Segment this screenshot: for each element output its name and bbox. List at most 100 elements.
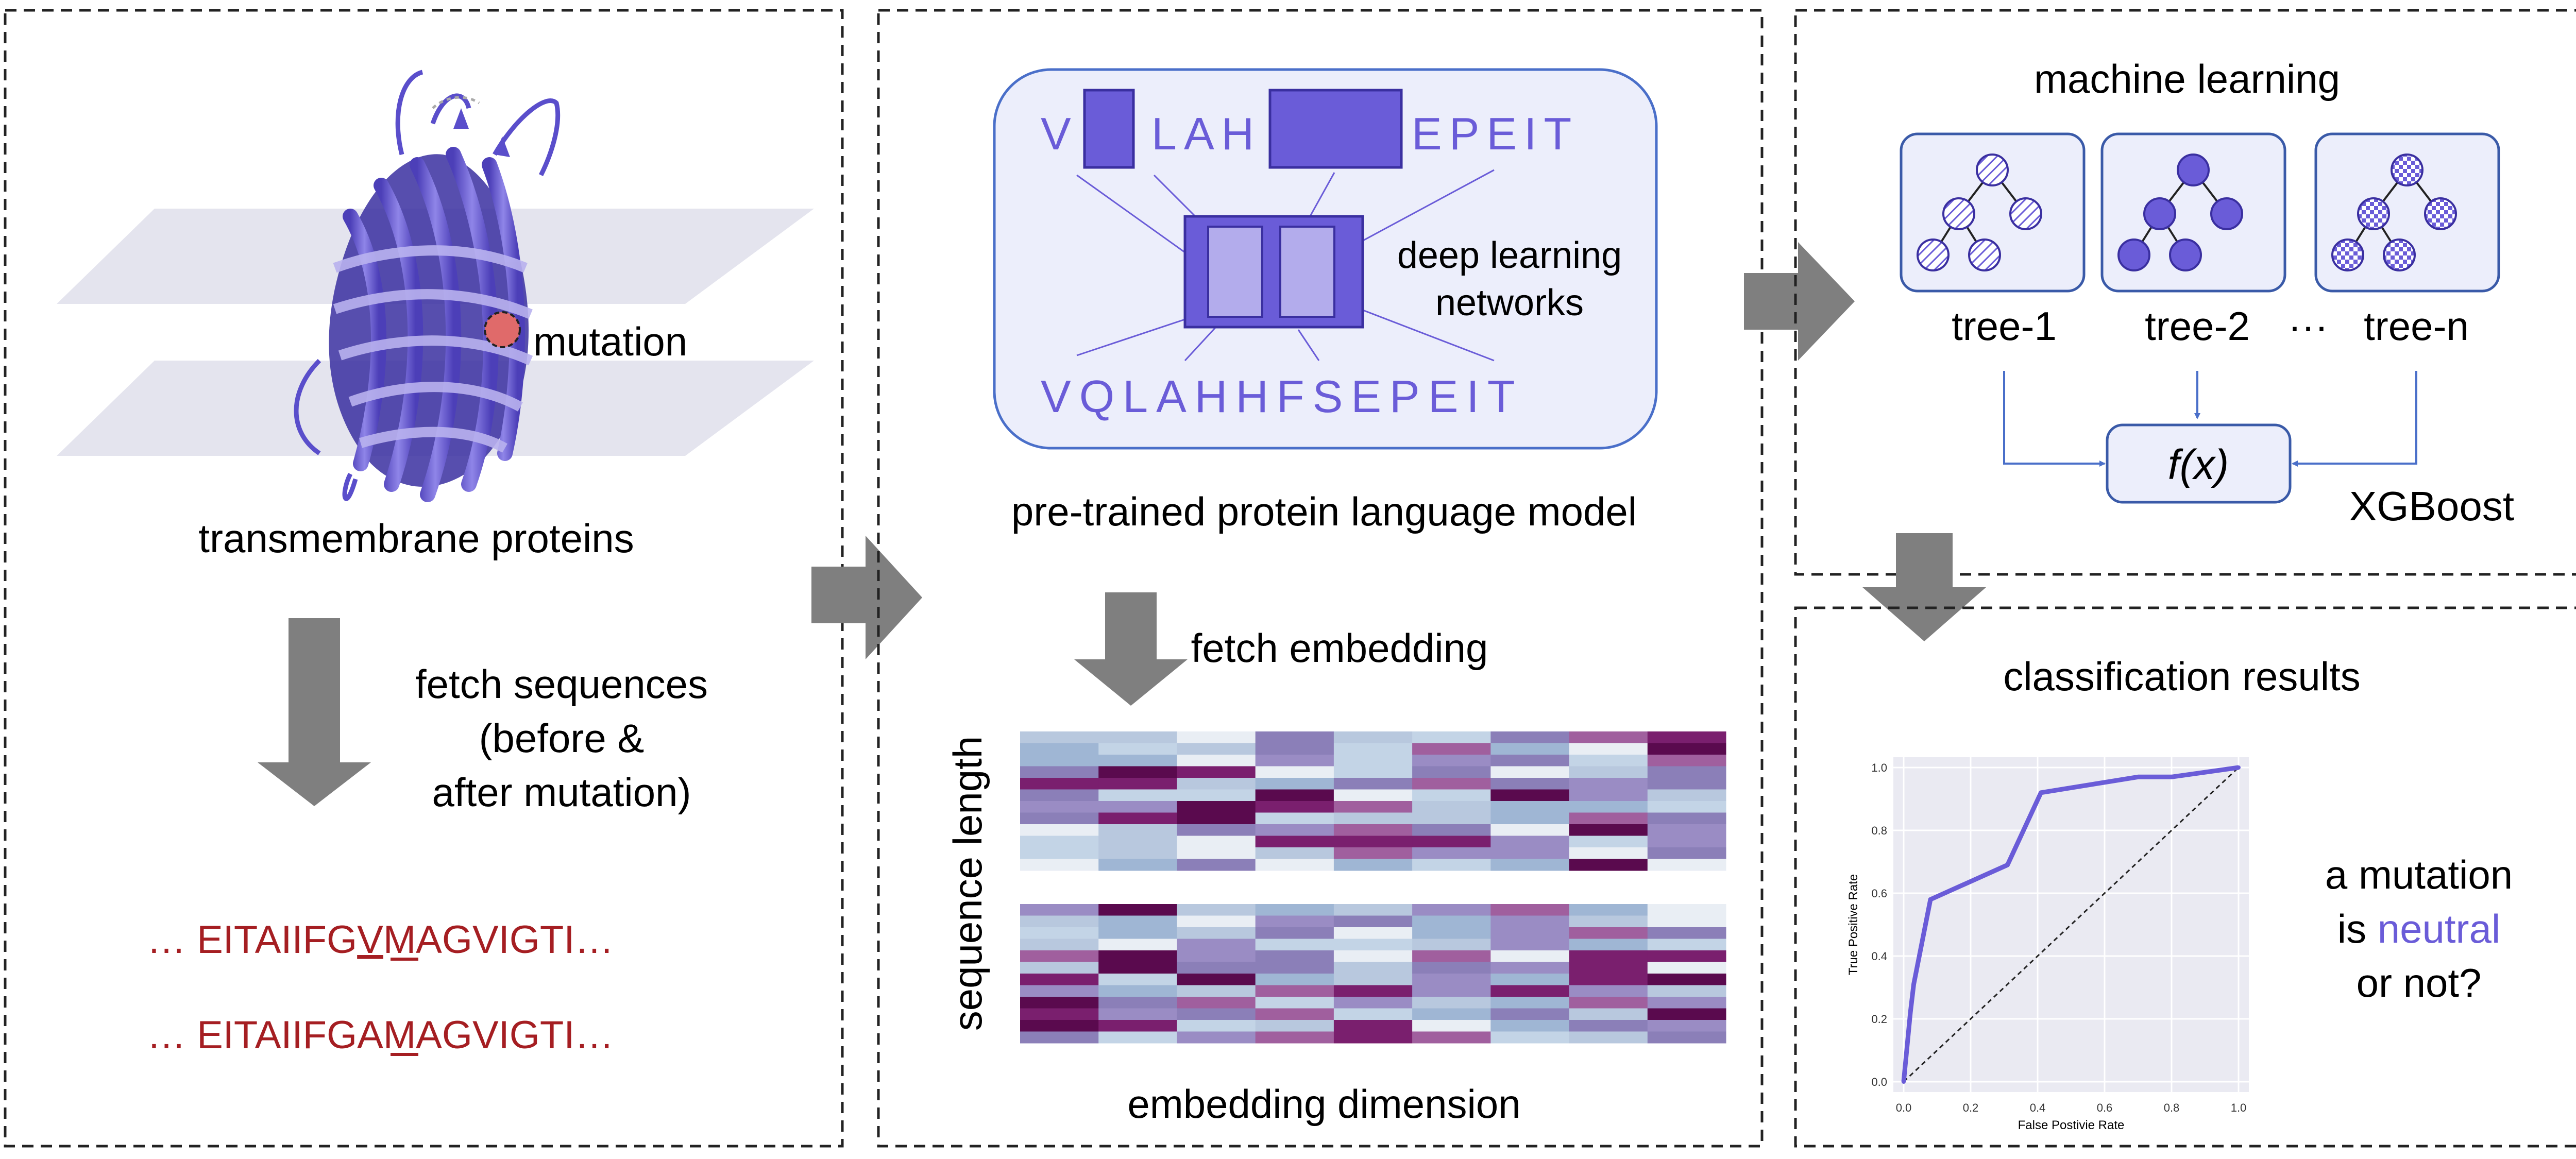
heatmap-cell <box>1255 836 1334 848</box>
heatmap-cell <box>1098 1008 1177 1020</box>
heatmap-cell <box>1020 847 1099 859</box>
heatmap-cell <box>1647 950 1726 962</box>
heatmap-cell <box>1020 962 1099 974</box>
heatmap-cell <box>1333 755 1413 766</box>
heatmap-cell <box>1177 847 1256 859</box>
heatmap-cell <box>1569 836 1648 848</box>
heatmap-cell <box>1412 1020 1491 1032</box>
heatmap-cell <box>1255 755 1334 766</box>
heatmap-cell <box>1490 974 1570 985</box>
roc-point <box>2170 775 2174 779</box>
heatmap-cell <box>1020 766 1099 778</box>
heatmap-cell <box>1647 847 1726 859</box>
heatmap-cell <box>1098 824 1177 836</box>
heatmap-cell <box>1255 743 1334 755</box>
heatmap-cell <box>1177 904 1256 916</box>
masked-seq-part-b: LAH <box>1151 108 1261 159</box>
heatmap-cell <box>1020 789 1099 802</box>
heatmap-cell <box>1569 743 1648 755</box>
question-line1: a mutation <box>2325 852 2513 897</box>
heatmap-cell <box>1333 801 1413 813</box>
network-label-line2: networks <box>1435 282 1584 323</box>
heatmap-cell <box>1569 985 1648 997</box>
embedding-heatmap-top <box>1020 731 1726 871</box>
heatmap-cell <box>1177 801 1256 813</box>
heatmap-cell <box>1333 962 1413 974</box>
heatmap-cell <box>1333 985 1413 997</box>
roc-ytick-label: 0.4 <box>1871 950 1887 963</box>
roc-point <box>1902 1080 1906 1084</box>
protein-caption: transmembrane proteins <box>198 516 634 561</box>
embedding-heatmap-bottom <box>1020 904 1726 1044</box>
network-layer-1 <box>1207 226 1263 318</box>
heatmap-cell <box>1647 743 1726 755</box>
tree-3-icon <box>2314 132 2500 293</box>
heatmap-cell <box>1647 766 1726 778</box>
heatmap-cell <box>1569 974 1648 985</box>
roc-point <box>1928 897 1933 902</box>
heatmap-cell <box>1020 755 1099 766</box>
heatmap-cell <box>1490 997 1570 1009</box>
connector-tree-1 <box>2003 371 2106 467</box>
heatmap-cell <box>1412 789 1491 802</box>
tree-label-2: tree-2 <box>2145 303 2250 349</box>
heatmap-cell <box>1569 812 1648 825</box>
heatmap-cell <box>1333 812 1413 825</box>
roc-ytick-label: 0.8 <box>1871 824 1887 837</box>
roc-ytick-label: 0.0 <box>1871 1076 1887 1088</box>
roc-point <box>2005 863 2010 867</box>
mutation-label: mutation <box>533 319 687 364</box>
tree-ensemble <box>1900 132 2500 293</box>
heatmap-cell <box>1569 1020 1648 1032</box>
heatmap-cell <box>1098 974 1177 985</box>
heatmap-cell <box>1098 859 1177 871</box>
heatmap-cell <box>1255 766 1334 778</box>
heatmap-cell <box>1098 789 1177 802</box>
heatmap-cell <box>1569 927 1648 939</box>
heatmap-cell <box>1647 789 1726 802</box>
embedding-dimension-label: embedding dimension <box>1127 1081 1520 1127</box>
heatmap-cell <box>1177 1031 1256 1044</box>
heatmap-cell <box>1412 801 1491 813</box>
heatmap-cell <box>1333 997 1413 1009</box>
panel-language-model-frame <box>877 9 1764 1148</box>
sequence-after: … EITAIIFGAMAGVIGTI… <box>147 1013 614 1057</box>
heatmap-cell <box>1177 755 1256 766</box>
heatmap-cell <box>1569 766 1648 778</box>
heatmap-cell <box>1490 824 1570 836</box>
heatmap-cell <box>1647 836 1726 848</box>
heatmap-cell <box>1412 766 1491 778</box>
mutated-residue-before: V <box>357 918 383 962</box>
heatmap-cell <box>1412 1008 1491 1020</box>
heatmap-cell <box>1569 801 1648 813</box>
heatmap-cell <box>1490 755 1570 766</box>
heatmap-cell <box>1177 766 1256 778</box>
heatmap-cell <box>1647 778 1726 790</box>
heatmap-cell <box>1098 915 1177 928</box>
heatmap-cell <box>1255 801 1334 813</box>
heatmap-cell <box>1490 731 1570 743</box>
heatmap-cell <box>1647 974 1726 985</box>
heatmap-cell <box>1412 859 1491 871</box>
network-layer-2 <box>1279 226 1335 318</box>
heatmap-cell <box>1255 927 1334 939</box>
heatmap-cell <box>1647 1008 1726 1020</box>
heatmap-cell <box>1647 927 1726 939</box>
heatmap-cell <box>1255 778 1334 790</box>
heatmap-cell <box>1333 743 1413 755</box>
heatmap-cell <box>1490 962 1570 974</box>
heatmap-cell <box>1569 962 1648 974</box>
heatmap-cell <box>1177 927 1256 939</box>
heatmap-cell <box>1177 859 1256 871</box>
tree-label-n: tree-n <box>2364 303 2469 349</box>
heatmap-cell <box>1412 836 1491 848</box>
roc-point <box>2039 790 2043 795</box>
heatmap-cell <box>1569 859 1648 871</box>
heatmap-cell <box>1177 939 1256 951</box>
heatmap-cell <box>1647 1031 1726 1044</box>
results-title: classification results <box>2003 654 2361 699</box>
heatmap-cell <box>1177 836 1256 848</box>
heatmap-cell <box>1412 847 1491 859</box>
connector-tree-n <box>2292 371 2417 467</box>
fetch-sequences-label-line2: (before & <box>479 715 645 761</box>
